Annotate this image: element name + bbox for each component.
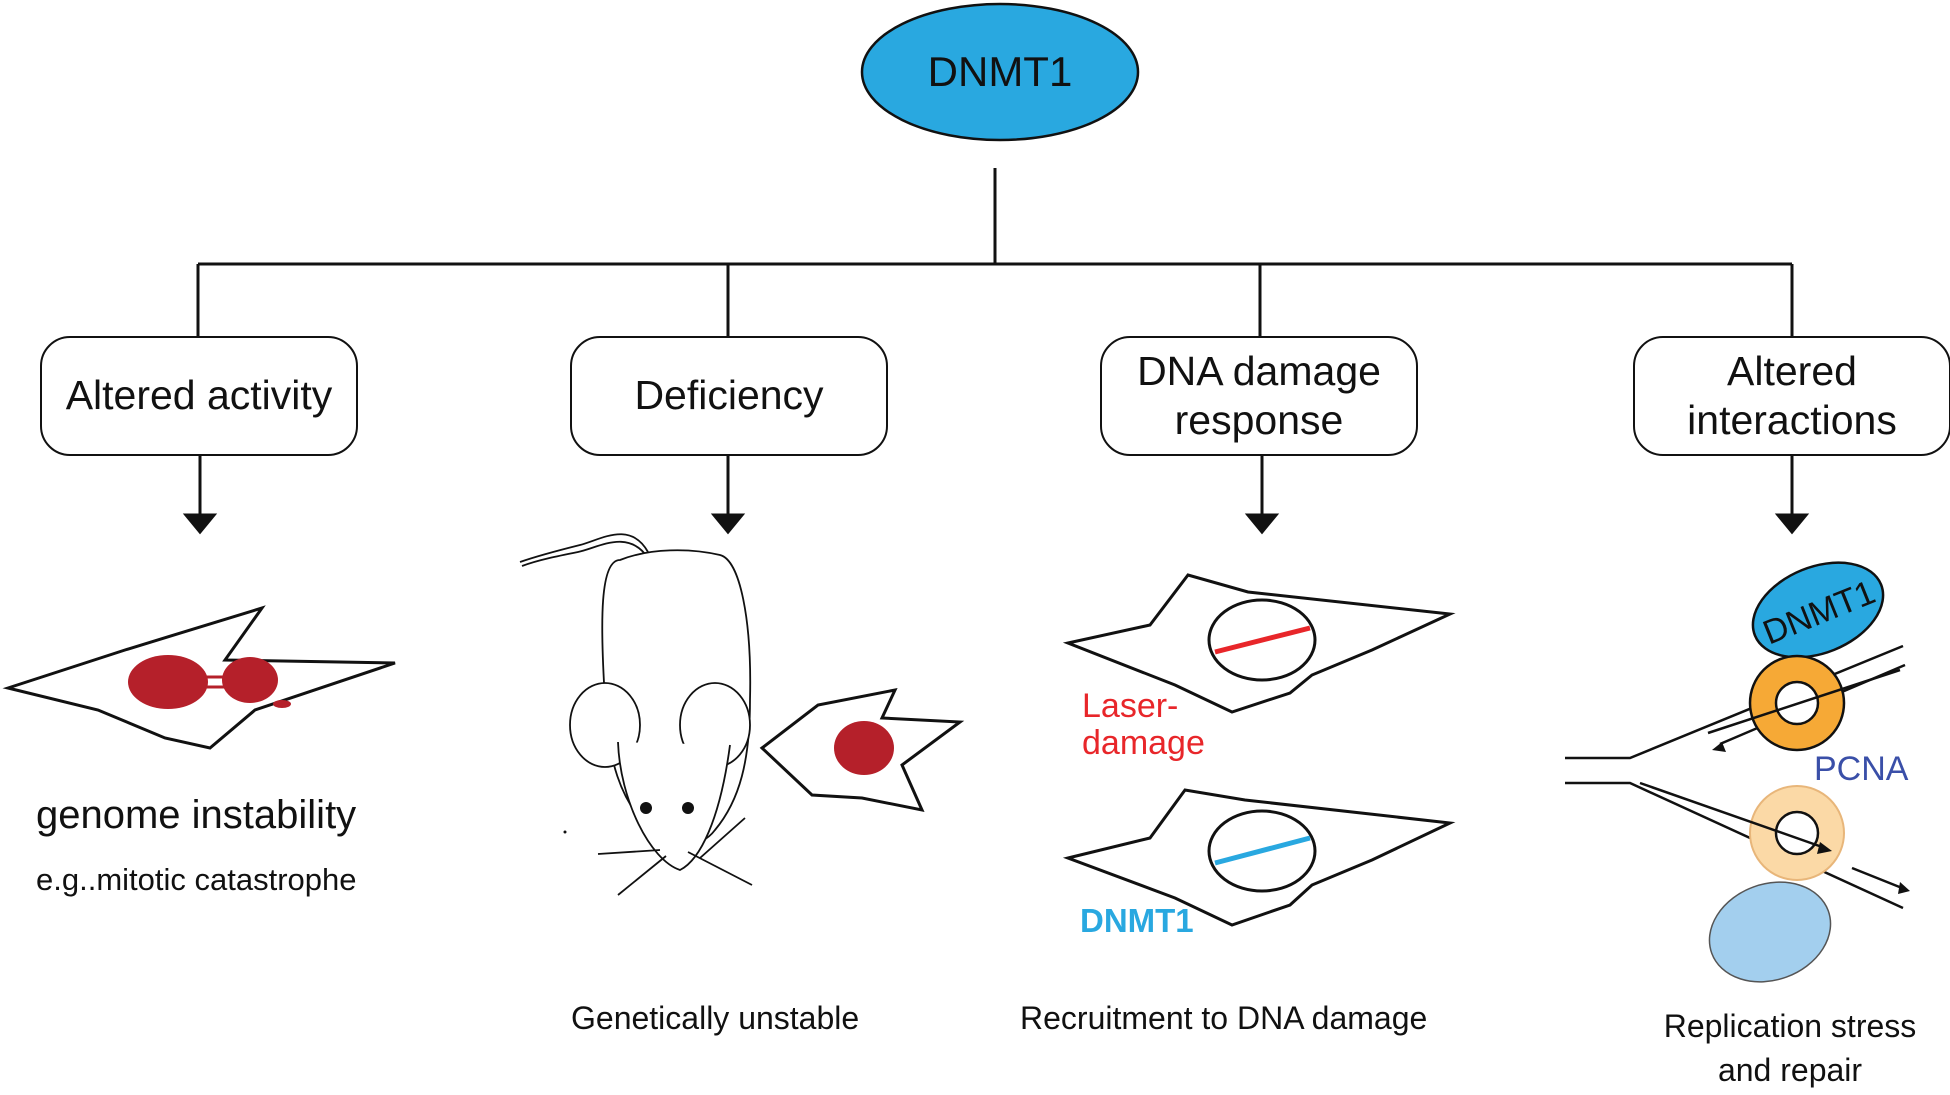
dnmt1-recruit-label: DNMT1: [1080, 902, 1194, 939]
root-label: DNMT1: [928, 48, 1073, 95]
category-label: Deficiency: [634, 372, 824, 419]
root-node: DNMT1: [860, 2, 1140, 142]
deficiency-caption: Genetically unstable: [571, 1000, 860, 1036]
laser-stripe: [1214, 625, 1311, 655]
dnmt1-protein: [1751, 561, 1885, 659]
genome-instability-title: genome instability: [36, 793, 357, 837]
category-label-line2: interactions: [1687, 397, 1897, 443]
tree-connectors: [196, 168, 1794, 336]
pcna-label: PCNA: [1814, 750, 1909, 788]
genome-instability-subtitle: e.g..mitotic catastrophe: [36, 862, 357, 897]
category-arrows: [182, 456, 1810, 535]
cell-icon-mitotic: [2, 605, 396, 750]
micronucleus: [273, 700, 291, 708]
category-dna-damage-response: DNA damage response: [1100, 336, 1418, 456]
cell-icon-dnmt1: [1062, 788, 1456, 927]
dnmt1-stripe: [1214, 835, 1311, 866]
category-deficiency: Deficiency: [570, 336, 888, 456]
nucleus-left: [128, 655, 208, 709]
dnmt1-protein-light: [1708, 881, 1832, 983]
category-label-line1: DNA damage: [1137, 347, 1381, 394]
category-altered-interactions: Altered interactions: [1633, 336, 1950, 456]
mouse-icon: [519, 533, 753, 896]
interactions-caption-line2: and repair: [1717, 1052, 1863, 1088]
laser-damage-label: Laser- damage: [1082, 687, 1205, 763]
category-altered-activity: Altered activity: [40, 336, 358, 456]
replication-fork-icon: DNMT1: [1565, 561, 1910, 983]
cell-icon-laser: [1062, 573, 1456, 714]
damage-caption: Recruitment to DNA damage: [1020, 1000, 1428, 1036]
nucleus-right: [222, 657, 278, 703]
category-label-line2: response: [1174, 397, 1344, 443]
cell-icon-deficiency: [759, 687, 965, 813]
interactions-caption-line1: Replication stress: [1663, 1008, 1917, 1044]
category-label: Altered activity: [65, 372, 333, 419]
nucleus-red: [834, 721, 894, 775]
category-label-line1: Altered: [1727, 347, 1857, 394]
